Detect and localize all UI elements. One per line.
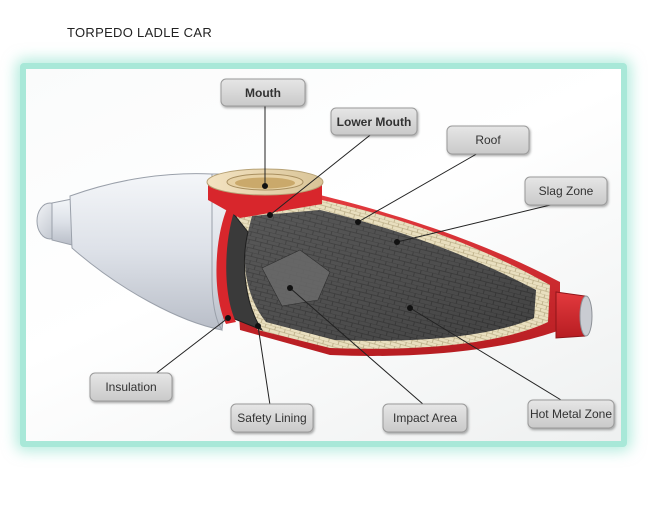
callout-hot-metal-zone: Hot Metal Zone xyxy=(527,399,615,429)
left-cone-shell xyxy=(69,173,223,331)
callout-roof: Roof xyxy=(446,125,530,155)
impact-area-bricks xyxy=(261,249,331,307)
callout-insulation: Insulation xyxy=(89,372,173,402)
label-slag-zone: Slag Zone xyxy=(539,184,594,198)
leader-dots xyxy=(225,183,413,329)
leader-lines xyxy=(149,104,568,406)
right-nozzle xyxy=(555,291,593,339)
label-insulation: Insulation xyxy=(105,380,156,394)
left-nozzle xyxy=(36,198,73,246)
inner-shading xyxy=(244,210,536,341)
label-lower-mouth: Lower Mouth xyxy=(337,115,412,129)
cross-section-red-rim xyxy=(216,206,236,324)
callout-lower-mouth: Lower Mouth xyxy=(330,107,418,136)
label-mouth: Mouth xyxy=(245,86,281,100)
callout-impact-area: Impact Area xyxy=(382,403,468,433)
callout-mouth: Mouth xyxy=(220,78,306,107)
label-hot-metal-zone: Hot Metal Zone xyxy=(530,407,612,421)
callout-safety-lining: Safety Lining xyxy=(230,403,314,433)
label-impact-area: Impact Area xyxy=(393,411,457,425)
page-title: TORPEDO LADLE CAR xyxy=(67,25,213,40)
callout-slag-zone: Slag Zone xyxy=(524,176,608,206)
label-roof: Roof xyxy=(475,133,501,147)
label-safety-lining: Safety Lining xyxy=(237,411,306,425)
